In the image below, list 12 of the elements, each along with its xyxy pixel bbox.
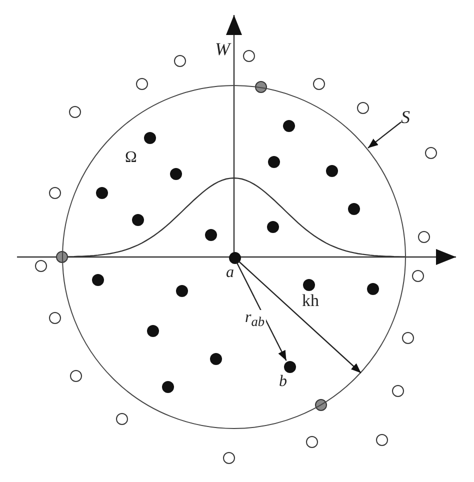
particle-dot (229, 252, 241, 264)
radius-arrow (238, 260, 362, 374)
particle-dot (284, 361, 296, 373)
point-label: a (226, 265, 234, 281)
leader-arrow (368, 122, 402, 148)
region-label: Ω (125, 150, 137, 166)
axis-label: W (215, 40, 230, 58)
edge-label: r$_{ab}$ (244, 310, 266, 329)
edge-label: kh (301, 292, 320, 309)
domain-label: S (401, 108, 414, 126)
point-label: b (279, 374, 287, 390)
radius-arrow (236, 262, 287, 361)
